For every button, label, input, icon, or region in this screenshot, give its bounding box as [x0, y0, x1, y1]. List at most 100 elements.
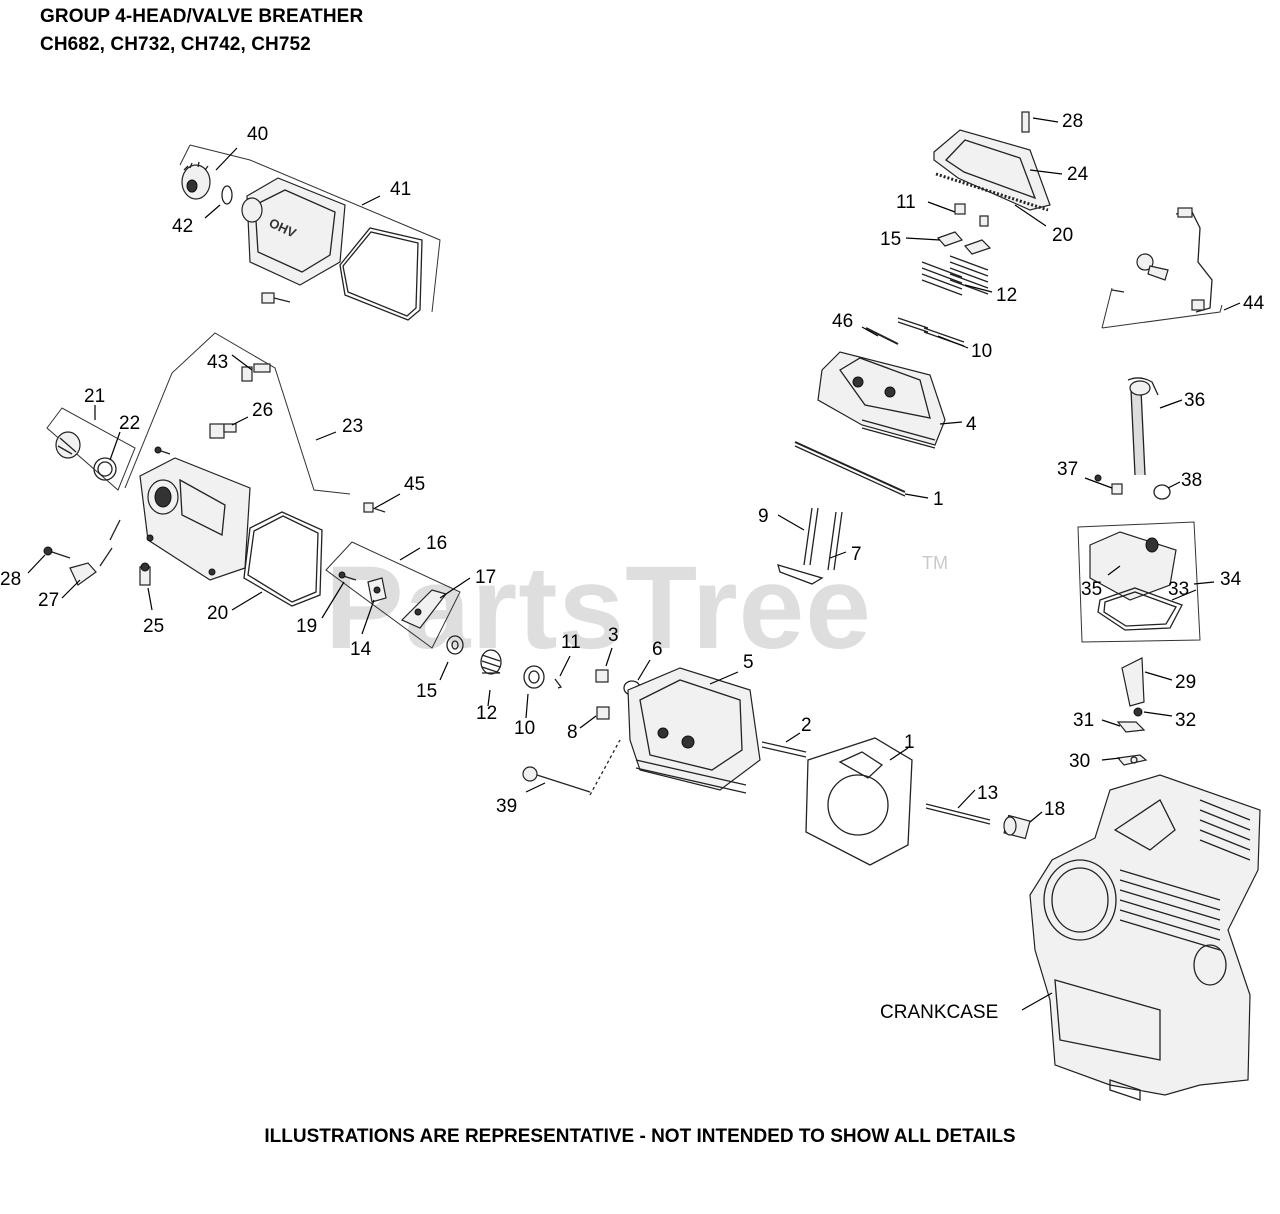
cover-bolt: [261, 292, 291, 304]
valve-cover-assembly: OHV: [179, 144, 441, 321]
callout-44: 44: [1243, 293, 1265, 314]
callout-15-left: 15: [416, 681, 437, 702]
diagram-title: GROUP 4-HEAD/VALVE BREATHER: [40, 6, 364, 27]
oil-fill-cap: [181, 161, 211, 200]
footer-disclaimer: ILLUSTRATIONS ARE REPRESENTATIVE - NOT I…: [264, 1126, 1016, 1147]
breather-cover-gasket: [243, 511, 323, 607]
callout-38: 38: [1181, 470, 1202, 491]
fitting-25: [139, 562, 151, 586]
callout-46: 46: [832, 311, 853, 332]
callout-11-left: 11: [561, 632, 581, 653]
callout-3: 3: [608, 625, 619, 646]
callout-21: 21: [84, 386, 105, 407]
breather-seal: [93, 457, 117, 481]
callout-13: 13: [977, 783, 998, 804]
callout-5: 5: [743, 652, 754, 673]
callout-22: 22: [119, 413, 140, 434]
crankcase-label: CRANKCASE: [880, 1002, 998, 1023]
callout-25: 25: [143, 616, 164, 637]
head-gasket-upper: [794, 441, 906, 493]
callout-35: 35: [1081, 579, 1102, 600]
callout-16: 16: [426, 533, 447, 554]
callout-12-right: 12: [996, 285, 1017, 306]
pressure-sensor: [209, 423, 237, 439]
cap-gasket: [221, 185, 233, 205]
cylinder-head-left: [627, 667, 761, 794]
breather-cover: [139, 457, 251, 581]
rocker-arm-group: [321, 541, 471, 649]
callout-1-upper: 1: [933, 489, 944, 510]
callout-45: 45: [404, 474, 425, 495]
callout-29: 29: [1175, 672, 1196, 693]
callout-17: 17: [475, 567, 496, 588]
callout-9: 9: [758, 506, 769, 527]
valve-seal: [523, 665, 545, 689]
callout-28-right: 28: [1062, 111, 1083, 132]
callout-23: 23: [342, 416, 363, 437]
watermark-trademark: TM: [922, 553, 948, 573]
bolt-28: [43, 546, 71, 559]
callout-10-left: 10: [514, 718, 535, 739]
callout-39: 39: [496, 796, 517, 817]
callout-1-lower: 1: [904, 732, 915, 753]
rocker-arm: [400, 589, 448, 629]
breather-housing: [1089, 531, 1177, 601]
callout-19: 19: [296, 616, 317, 637]
model-list: CH682, CH732, CH742, CH752: [40, 34, 311, 55]
breather-gasket: [1097, 587, 1183, 631]
crankcase: [1021, 774, 1261, 1101]
push-rod: [925, 803, 991, 821]
callout-33: 33: [1168, 579, 1189, 600]
callout-30: 30: [1069, 751, 1090, 772]
callout-34: 34: [1220, 569, 1242, 590]
callout-41: 41: [390, 179, 411, 200]
head-gasket-lower: [805, 737, 913, 866]
hose-clamp: [1153, 484, 1171, 500]
callout-36: 36: [1184, 390, 1205, 411]
callout-20-right: 20: [1052, 225, 1073, 246]
breather-hose-group: [1084, 377, 1183, 500]
callout-14: 14: [350, 639, 372, 660]
bolt-37: [1094, 474, 1123, 495]
valve-keeper: [554, 678, 563, 689]
wire-harness-group: [1101, 207, 1241, 329]
valve-guide-3: [595, 669, 609, 683]
breather-cover-group: [27, 332, 401, 611]
valve-guide-8: [596, 706, 610, 720]
callout-8: 8: [567, 722, 578, 743]
hydraulic-lifter: [1003, 814, 1031, 840]
callout-37: 37: [1057, 459, 1078, 480]
speed-sensor: [1136, 253, 1169, 281]
callout-18: 18: [1044, 799, 1065, 820]
callout-4: 4: [966, 414, 977, 435]
ground-hardware: [1101, 707, 1173, 766]
valve-cover-gasket: [339, 227, 423, 321]
breather-fitting: [241, 363, 271, 382]
callout-27: 27: [38, 590, 59, 611]
bolt-28-right: [1021, 111, 1030, 133]
breather-filter: [1121, 657, 1145, 707]
callout-20-left: 20: [207, 603, 228, 624]
callout-43: 43: [207, 352, 228, 373]
callout-28-left: 28: [0, 569, 21, 590]
callout-15-right: 15: [880, 229, 901, 250]
valve-spring: [480, 649, 502, 675]
callout-26: 26: [252, 400, 273, 421]
callout-labels: 40 41 42 43 26 23 21 22 45 16 17 19 14 2…: [0, 111, 1265, 1023]
rocker-pivot: [367, 577, 387, 603]
cover-bolt-45: [363, 502, 386, 513]
wire-clip: [69, 562, 97, 586]
callout-6: 6: [652, 639, 663, 660]
callout-31: 31: [1073, 710, 1094, 731]
valves: [777, 507, 847, 585]
callout-2: 2: [801, 715, 812, 736]
callout-11-right: 11: [896, 192, 916, 213]
harness-wire: [1175, 211, 1213, 313]
valve-train-parts: [439, 635, 651, 729]
cylinder-head-right: [817, 351, 963, 449]
rocker-parts-right: [861, 203, 993, 349]
callout-12-left: 12: [476, 703, 497, 724]
valve-cover-right: [927, 111, 1063, 227]
callout-40: 40: [247, 124, 268, 145]
